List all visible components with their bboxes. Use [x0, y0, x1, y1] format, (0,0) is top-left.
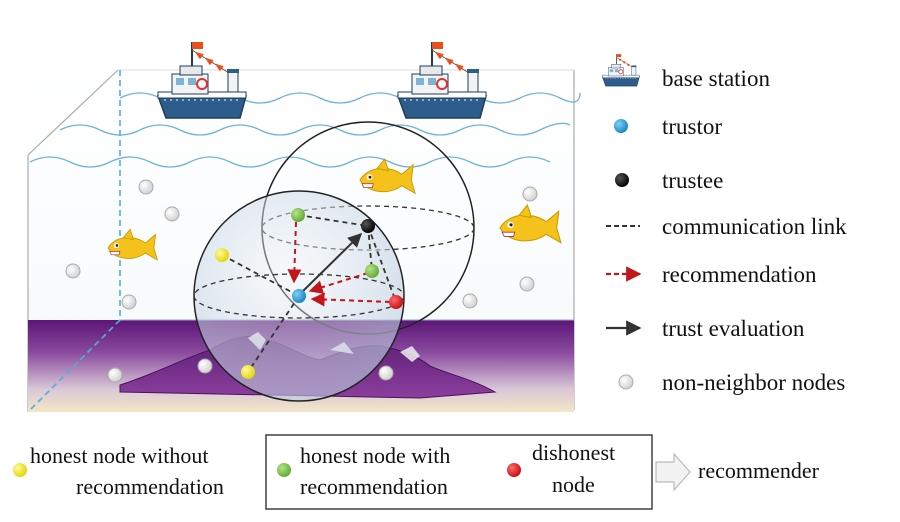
bottom-legend: honest node without recommendation hones… [13, 434, 820, 510]
non-neighbor-node [138, 179, 154, 195]
trustor-node [292, 289, 306, 303]
white-dot-icon [618, 374, 634, 390]
honest-node-without-recommendation [215, 248, 229, 262]
legend-label: trustee [662, 168, 723, 193]
trustee-node [361, 219, 375, 233]
legend-item-non-neighbor: non-neighbor nodes [618, 370, 845, 395]
non-neighbor-node [197, 358, 213, 374]
honest-with-label-line1: honest node with [300, 443, 450, 468]
honest-without-label-line1: honest node without [30, 443, 208, 468]
non-neighbor-node [164, 206, 180, 222]
honest-node-without-recommendation [241, 365, 255, 379]
green-dot-icon [277, 463, 291, 477]
dishonest-node [389, 295, 403, 309]
non-neighbor-node [462, 293, 478, 309]
communication-links [221, 214, 397, 373]
blue-dot-icon [614, 119, 628, 133]
honest-without-label-line2: recommendation [76, 474, 224, 499]
nodes [65, 179, 538, 383]
non-neighbor-node [121, 294, 137, 310]
red-dot-icon [507, 463, 521, 477]
recommender-label: recommender [698, 458, 820, 483]
trust-evaluation-arrow [300, 233, 362, 294]
non-neighbor-node [107, 367, 123, 383]
legend-label: trust evaluation [662, 316, 805, 341]
legend-item-recommendation: recommendation [606, 262, 817, 287]
recommender-box [265, 434, 653, 510]
legend-label: base station [662, 66, 770, 91]
black-dot-icon [615, 173, 629, 187]
honest-node-with-recommendation [365, 264, 379, 278]
honest-node-with-recommendation [291, 208, 305, 222]
legend-item-trust-evaluation: trust evaluation [606, 316, 805, 341]
hollow-arrow-icon [655, 452, 691, 492]
non-neighbor-node [378, 365, 394, 381]
dishonest-label-line1: dishonest [532, 440, 615, 465]
legend-label: non-neighbor nodes [662, 370, 845, 395]
legend-item-trustee: trustee [615, 168, 723, 193]
non-neighbor-node [519, 276, 535, 292]
non-neighbor-node [65, 263, 81, 279]
recommendation-arrows [287, 221, 391, 307]
non-neighbor-node [522, 186, 538, 202]
legend-label: communication link [662, 214, 847, 239]
legend-label: recommendation [662, 262, 817, 287]
legend-item-base-station: base station [601, 53, 770, 91]
legend-label: trustor [662, 114, 722, 139]
honest-with-label-line2: recommendation [300, 474, 448, 499]
yellow-dot-icon [13, 463, 27, 477]
dishonest-label-line2: node [552, 472, 595, 497]
legend-item-trustor: trustor [614, 114, 722, 139]
water-column-diagonal [29, 319, 121, 411]
boat-icon [601, 53, 640, 87]
legend: base station trustor trustee communicati… [601, 53, 847, 395]
legend-item-communication-link: communication link [606, 214, 847, 239]
